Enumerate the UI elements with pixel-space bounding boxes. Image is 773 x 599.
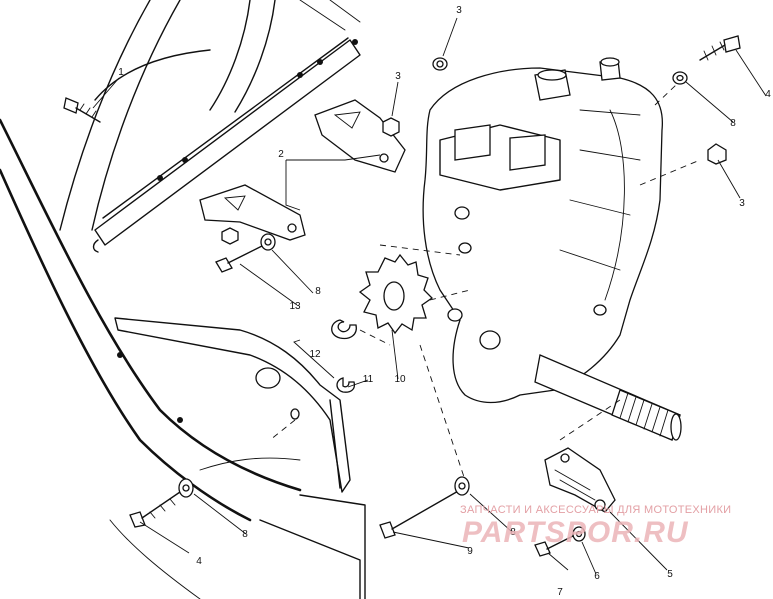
callout-2: 2 (278, 149, 284, 160)
callout-4: 4 (765, 89, 771, 100)
callout-13: 13 (289, 301, 301, 312)
output-shaft (534, 354, 682, 441)
callout-6: 6 (594, 571, 600, 582)
callout-8: 8 (315, 286, 321, 297)
sprocket (358, 253, 434, 335)
callout-5: 5 (667, 569, 673, 580)
chain-guide-bracket (544, 447, 616, 513)
callout-8: 8 (242, 529, 248, 540)
callout-11: 11 (362, 374, 374, 385)
frame-tubes (0, 0, 366, 599)
upper-rail (92, 37, 361, 253)
callout-9: 9 (467, 546, 473, 557)
callout-10: 10 (394, 374, 406, 385)
watermark-subtitle: ЗАПЧАСТИ И АКСЕССУАРЫ ДЛЯ МОТОТЕХНИКИ (460, 504, 732, 516)
callout-4: 4 (196, 556, 202, 567)
nuts-and-washers (178, 57, 727, 542)
callout-7: 7 (557, 587, 563, 598)
callout-8: 8 (510, 527, 516, 538)
callout-3: 3 (739, 198, 745, 209)
lower-bracket-plate (114, 317, 351, 493)
callout-8: 8 (730, 118, 736, 129)
watermark-brand: PARTSPOR.RU (462, 516, 689, 549)
mount-bracket-lower (199, 184, 306, 241)
circlips (331, 319, 357, 393)
callout-1: 1 (118, 67, 124, 78)
callout-3: 3 (456, 5, 462, 16)
bolts (63, 35, 741, 557)
callout-12: 12 (309, 349, 321, 360)
gearbox-housing (422, 57, 664, 404)
callout-3: 3 (395, 71, 401, 82)
mount-bracket-upper (314, 99, 406, 173)
leader-lines (92, 17, 767, 575)
